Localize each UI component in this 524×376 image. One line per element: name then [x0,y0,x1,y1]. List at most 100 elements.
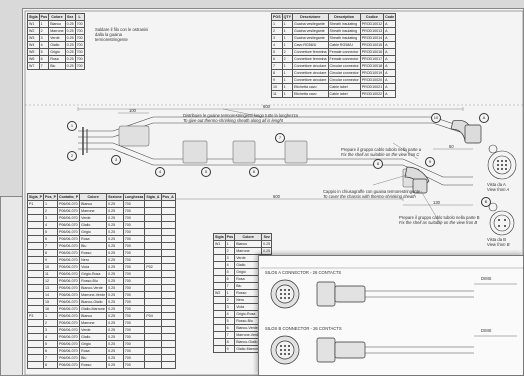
table-cell: 0.25 [106,214,124,222]
table-cell [27,249,44,257]
table-cell: Giallo [79,221,108,229]
table-cell: Rosso [79,249,108,257]
table-cell: 700 [122,305,146,313]
table-cell: Cable RG58/U [327,41,361,49]
table-cell [144,242,162,250]
table-cell: 1 [281,69,294,77]
table-cell [144,298,162,306]
right-connectors [404,120,482,194]
table-cell: 700 [122,214,146,222]
table-cell: 11 [271,90,283,98]
column-header: Sigla_A [144,193,162,201]
table-cell: 0.25 [261,247,273,255]
table-cell: W1 [213,240,226,248]
table-cell [144,256,162,264]
table-cell: 3 [42,326,58,334]
table-cell: 0.25 [106,354,124,362]
table-cell: 0.25 [106,319,124,327]
table-cell: 700 [122,312,146,320]
table-cell: Blu [48,62,66,70]
view-b-label: Vista da B [487,237,507,242]
table-cell: Giallo [79,333,108,341]
table-cell: 0.25 [106,263,124,271]
dimension-label: 50 [449,144,454,149]
table-cell [160,305,176,313]
table-cell: W7 [27,62,40,70]
table-cell: 0.25 [106,242,124,250]
table-cell [213,261,226,269]
table-cell: P06/06-070 [56,354,81,362]
table-cell: 9 [42,256,58,264]
table-cell: 0.25 [64,48,76,56]
table-cell [27,340,44,348]
drawing-border [24,10,523,375]
table-cell: Connettore femmina [291,55,329,63]
column-header: Colore [79,193,108,201]
callout-bubble: 9 [425,157,435,167]
table-cell: 0.25 [106,270,124,278]
table-cell: Giallo [48,41,66,49]
column-header: Lunghezza [122,193,146,201]
table-cell: Bianco [48,20,66,28]
table-cell: 8 [224,338,236,346]
table-cell: 3 [271,34,283,42]
table-cell: 6 [271,55,283,63]
table-cell: P06/06-070 [56,340,81,348]
table-cell: 4 [271,41,283,49]
table-cell [144,270,162,278]
table-cell [160,340,176,348]
table-cell: PROD10012 [359,20,385,28]
table-cell: Circular connector [327,69,361,77]
dimension-label: 600 [273,194,280,199]
prepare-note-2-en: Fix the shell as suitable on the view fr… [399,220,478,225]
table-cell: W4 [27,41,40,49]
table-cell [160,235,176,243]
table-cell: P06/06-070 [56,200,81,208]
table-cell: A [383,55,397,63]
prepare-note-2: Prepare il gruppo cablo tubolo nella par… [399,215,480,220]
prepare-note: Prepare il gruppo cablo tubolo nella par… [341,147,422,152]
table-cell: 0.25 [106,298,124,306]
table-cell: P06/06-070 [56,333,81,341]
table-cell: P06/06-070 [56,256,81,264]
table-cell: Rosso-Blu [79,277,108,285]
table-cell [213,303,226,311]
table-cell [160,242,176,250]
table-cell: PROD10020 [359,76,385,84]
table-cell: P06/06-070 [56,312,81,320]
table-cell: Cable label [327,83,361,91]
callout-bubble: 7 [275,133,285,143]
table-cell [144,207,162,215]
table-cell: Connettore circolare [291,76,329,84]
table-cell: 700 [122,256,146,264]
column-header: QTY [281,13,294,21]
table-cell: 5 [42,340,58,348]
table-cell: Connettore circolare [291,62,329,70]
table-cell: Grigio [79,340,108,348]
table-cell: Cable label [327,90,361,98]
table-cell: 2 [281,55,294,63]
table-cell: 2 [271,27,283,35]
table-cell: 16 [42,305,58,313]
column-header: Sigla_P [27,193,44,201]
table-cell [160,361,176,369]
table-cell [27,263,44,271]
table-cell: PROD10019 [359,69,385,77]
column-header: L [74,13,85,21]
table-cell [27,305,44,313]
view-a-label-en: View from A [487,187,510,192]
table-cell: Female connector [327,55,361,63]
column-header: Sez [261,233,273,241]
dimension-label: 100 [129,108,136,113]
table-cell: Sheath insulating [327,27,361,35]
table-cell: Viola [79,263,108,271]
table-cell [144,305,162,313]
table-cell: 9 [224,345,236,353]
front-dims-label: DIMS [481,276,492,281]
